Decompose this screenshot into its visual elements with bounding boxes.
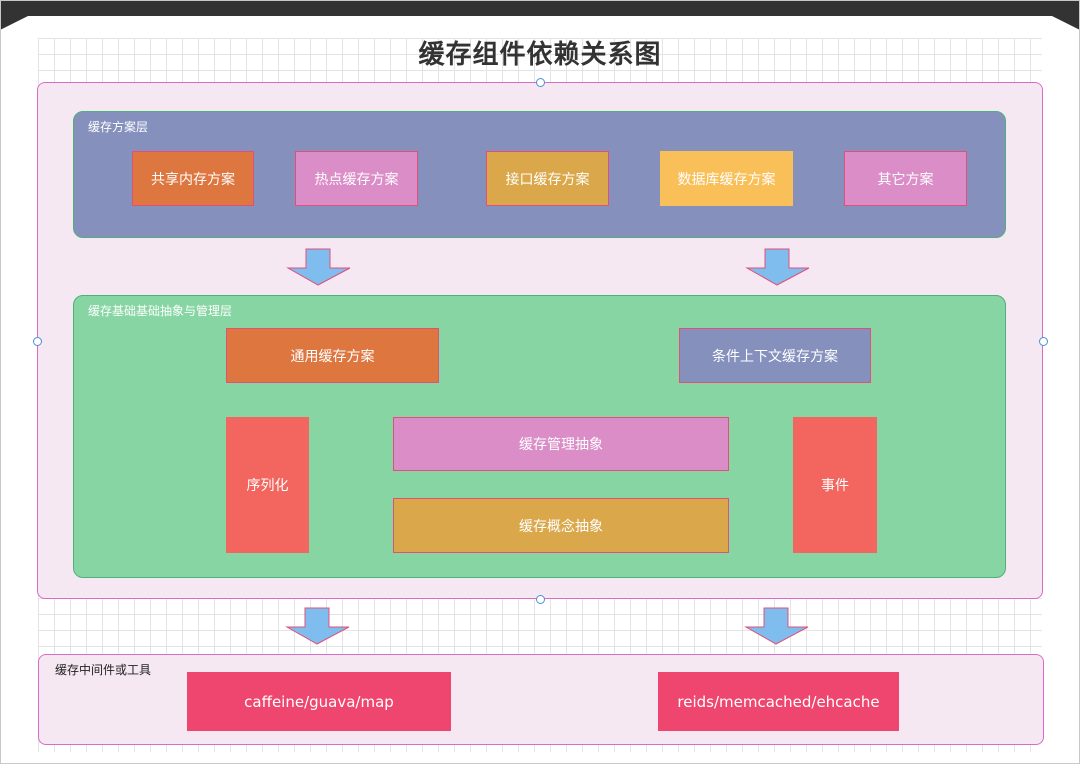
conditional-context-cache-scheme-label: 条件上下文缓存方案 — [712, 348, 838, 365]
down-arrow-right-1 — [745, 248, 810, 286]
serialization-label: 序列化 — [246, 478, 289, 494]
diagram-title: 缓存组件依赖关系图 — [418, 40, 662, 70]
event-label: 事件 — [821, 478, 849, 494]
down-arrow-right-2 — [744, 607, 809, 645]
resize-handle-left[interactable] — [33, 337, 42, 346]
corner-decoration-right — [1020, 0, 1080, 30]
generic-cache-scheme-box[interactable]: 通用缓存方案 — [226, 328, 439, 383]
top-bar — [0, 0, 1080, 16]
database-cache-scheme-box[interactable]: 数据库缓存方案 — [660, 151, 793, 206]
remote-cache-tools-label: reids/memcached/ehcache — [677, 692, 880, 711]
cache-scheme-layer[interactable]: 缓存方案层 共享内存方案 热点缓存方案 接口缓存方案 数据库缓存方案 其它方案 — [73, 111, 1006, 238]
down-arrow-left-1 — [286, 248, 351, 286]
generic-cache-scheme-label: 通用缓存方案 — [290, 348, 375, 365]
resize-handle-top[interactable] — [536, 78, 545, 87]
remote-cache-tools-box[interactable]: reids/memcached/ehcache — [658, 672, 899, 731]
hotspot-cache-scheme-box[interactable]: 热点缓存方案 — [295, 151, 418, 206]
down-arrow-left-2 — [285, 607, 350, 645]
database-cache-scheme-label: 数据库缓存方案 — [677, 171, 776, 188]
cache-concept-abstraction-box[interactable]: 缓存概念抽象 — [393, 498, 729, 553]
cache-scheme-layer-label: 缓存方案层 — [88, 120, 149, 134]
local-cache-tools-label: caffeine/guava/map — [244, 692, 394, 711]
corner-decoration-left — [0, 0, 60, 30]
serialization-box[interactable]: 序列化 — [226, 417, 309, 553]
other-scheme-box[interactable]: 其它方案 — [844, 151, 967, 206]
interface-cache-scheme-box[interactable]: 接口缓存方案 — [486, 151, 609, 206]
resize-handle-bottom[interactable] — [536, 595, 545, 604]
other-scheme-label: 其它方案 — [877, 171, 934, 188]
cache-management-abstraction-box[interactable]: 缓存管理抽象 — [393, 417, 729, 471]
middleware-tools-layer-label: 缓存中间件或工具 — [55, 663, 152, 677]
abstraction-management-layer[interactable]: 缓存基础基础抽象与管理层 通用缓存方案 条件上下文缓存方案 序列化 缓存管理抽象… — [73, 295, 1006, 578]
resize-handle-right[interactable] — [1039, 337, 1048, 346]
conditional-context-cache-scheme-box[interactable]: 条件上下文缓存方案 — [679, 328, 871, 383]
shared-memory-scheme-label: 共享内存方案 — [151, 171, 235, 188]
middleware-tools-layer[interactable]: 缓存中间件或工具 caffeine/guava/map reids/memcac… — [38, 654, 1044, 745]
cache-management-abstraction-label: 缓存管理抽象 — [519, 437, 603, 453]
local-cache-tools-box[interactable]: caffeine/guava/map — [187, 672, 451, 731]
interface-cache-scheme-label: 接口缓存方案 — [505, 171, 590, 188]
abstraction-management-layer-label: 缓存基础基础抽象与管理层 — [88, 304, 233, 318]
shared-memory-scheme-box[interactable]: 共享内存方案 — [132, 151, 254, 206]
event-box[interactable]: 事件 — [793, 417, 877, 553]
cache-concept-abstraction-label: 缓存概念抽象 — [519, 518, 603, 535]
hotspot-cache-scheme-label: 热点缓存方案 — [314, 171, 399, 188]
outer-container[interactable]: 缓存方案层 共享内存方案 热点缓存方案 接口缓存方案 数据库缓存方案 其它方案 … — [37, 82, 1043, 599]
